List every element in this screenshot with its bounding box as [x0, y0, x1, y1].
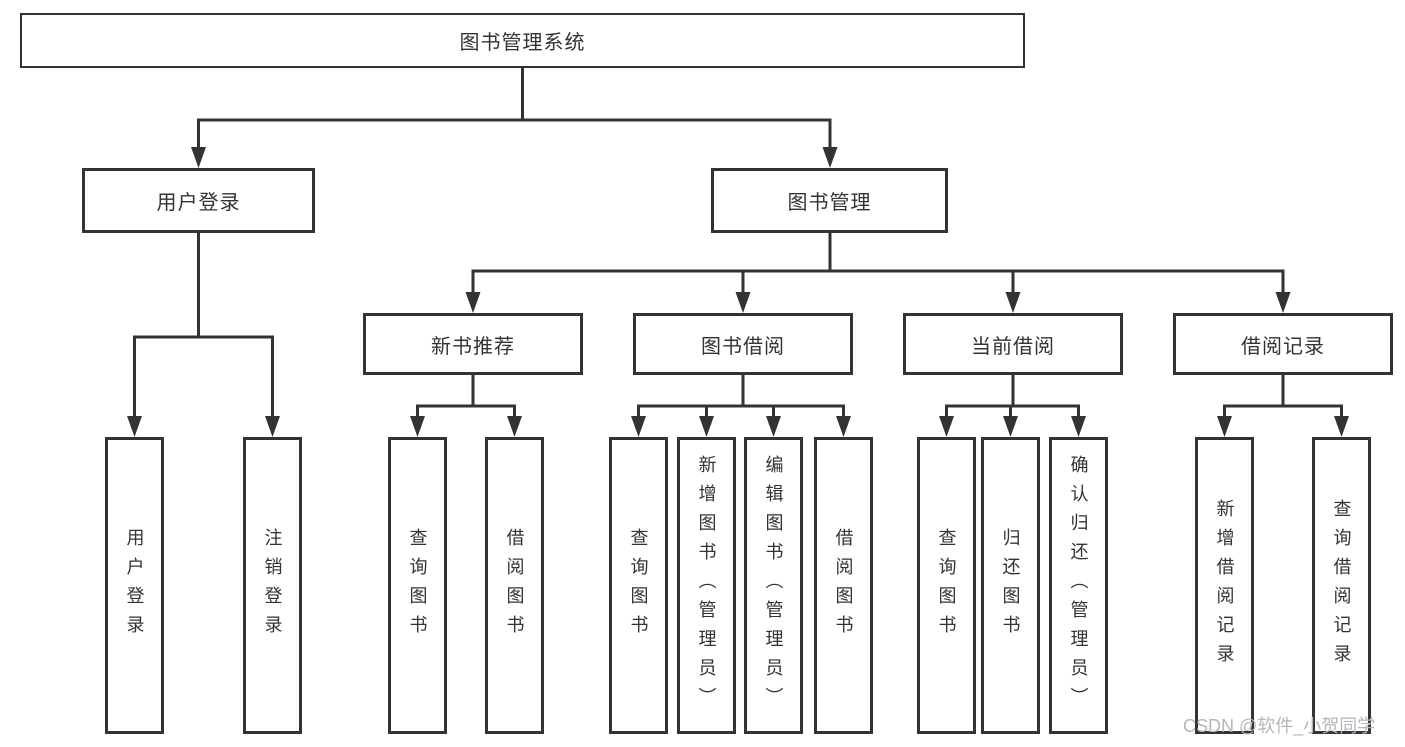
leaf-label: 查询图书	[407, 527, 428, 644]
node-label: 图书借阅	[701, 335, 785, 358]
tree-edges	[133, 68, 1343, 421]
leaf-label: 查询图书	[936, 527, 957, 644]
leaf-query-books-borrowing: 查询图书	[609, 437, 668, 734]
leaf-label: 查询图书	[628, 527, 649, 644]
node-label: 新书推荐	[431, 335, 515, 358]
node-label: 图书管理	[787, 192, 872, 214]
node-label: 当前借阅	[971, 335, 1055, 358]
leaf-label: 新增借阅记录	[1214, 498, 1235, 673]
node-label: 借阅记录	[1241, 335, 1325, 358]
leaf-confirm-return-admin: 确认归还（管理员）	[1049, 437, 1108, 734]
leaf-logout: 注销登录	[243, 437, 302, 734]
leaf-borrow-books: 借阅图书	[814, 437, 873, 734]
node-new-book-recommendation: 新书推荐	[363, 313, 583, 375]
csdn-watermark: CSDN @软件_小贺同学	[1183, 716, 1376, 736]
leaf-label: 新增图书（管理员）	[696, 455, 717, 716]
arrowheads	[127, 147, 1349, 437]
leaf-borrow-books-recommend: 借阅图书	[485, 437, 544, 734]
leaf-query-books-recommend: 查询图书	[388, 437, 447, 734]
leaf-label: 归还图书	[1000, 527, 1021, 644]
leaf-return-books: 归还图书	[981, 437, 1040, 734]
node-book-borrowing: 图书借阅	[633, 313, 853, 375]
leaf-label: 用户登录	[124, 527, 145, 644]
leaf-label: 借阅图书	[504, 527, 525, 644]
node-label: 用户登录	[156, 192, 241, 214]
leaf-query-borrow-record: 查询借阅记录	[1312, 437, 1371, 734]
leaf-label: 注销登录	[262, 527, 283, 644]
leaf-add-borrow-record: 新增借阅记录	[1195, 437, 1254, 734]
leaf-add-books-admin: 新增图书（管理员）	[677, 437, 736, 734]
node-current-borrowing: 当前借阅	[903, 313, 1123, 375]
leaf-query-books-current: 查询图书	[917, 437, 976, 734]
leaf-label: 查询借阅记录	[1331, 498, 1352, 673]
leaf-label: 借阅图书	[833, 527, 854, 644]
node-library-management-system: 图书管理系统	[20, 13, 1025, 68]
node-label: 图书管理系统	[459, 32, 586, 54]
leaf-label: 确认归还（管理员）	[1068, 455, 1089, 716]
node-book-management-module: 图书管理	[711, 168, 948, 233]
node-borrowing-records: 借阅记录	[1173, 313, 1393, 375]
leaf-edit-books-admin: 编辑图书（管理员）	[744, 437, 803, 734]
leaf-label: 编辑图书（管理员）	[763, 455, 784, 716]
node-user-login-module: 用户登录	[82, 168, 315, 233]
leaf-user-login: 用户登录	[105, 437, 164, 734]
